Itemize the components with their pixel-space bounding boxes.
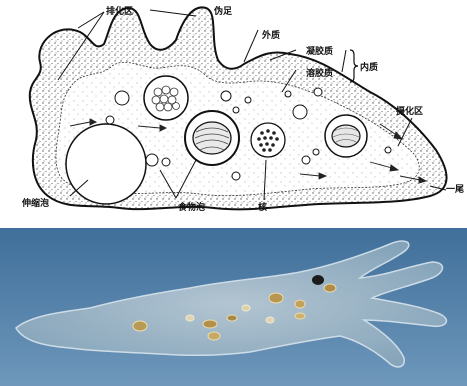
label-nucleus: 核 [258,201,267,213]
label-ectoplasm: 外质 [261,29,280,41]
label-endoplasm: 内质 [360,61,378,73]
label-tail: 一尾 [446,184,464,195]
label-contractile-vacuole: 伸缩泡 [21,197,49,209]
endoplasm-brace [350,50,358,82]
contractile-vacuole [66,124,146,204]
amoeba-micrograph [0,228,467,386]
label-gel-layer: 凝胶质 [306,45,333,57]
label-food-vacuole: 食物泡 [177,201,205,213]
ingested-prey [193,122,231,154]
amoeba-structure-diagram: 排化区 伪足 外质 凝胶质 溶胶质 内质 摄化区 伸缩泡 食物泡 核 一尾 [0,0,467,225]
label-pseudopod: 伪足 [213,5,233,17]
label-phagocytosis-region: 摄化区 [396,105,423,117]
nucleus [251,123,285,157]
granule-vacuole [144,76,188,120]
label-exocytosis-region: 排化区 [106,5,133,17]
label-sol-layer: 溶胶质 [306,67,333,79]
